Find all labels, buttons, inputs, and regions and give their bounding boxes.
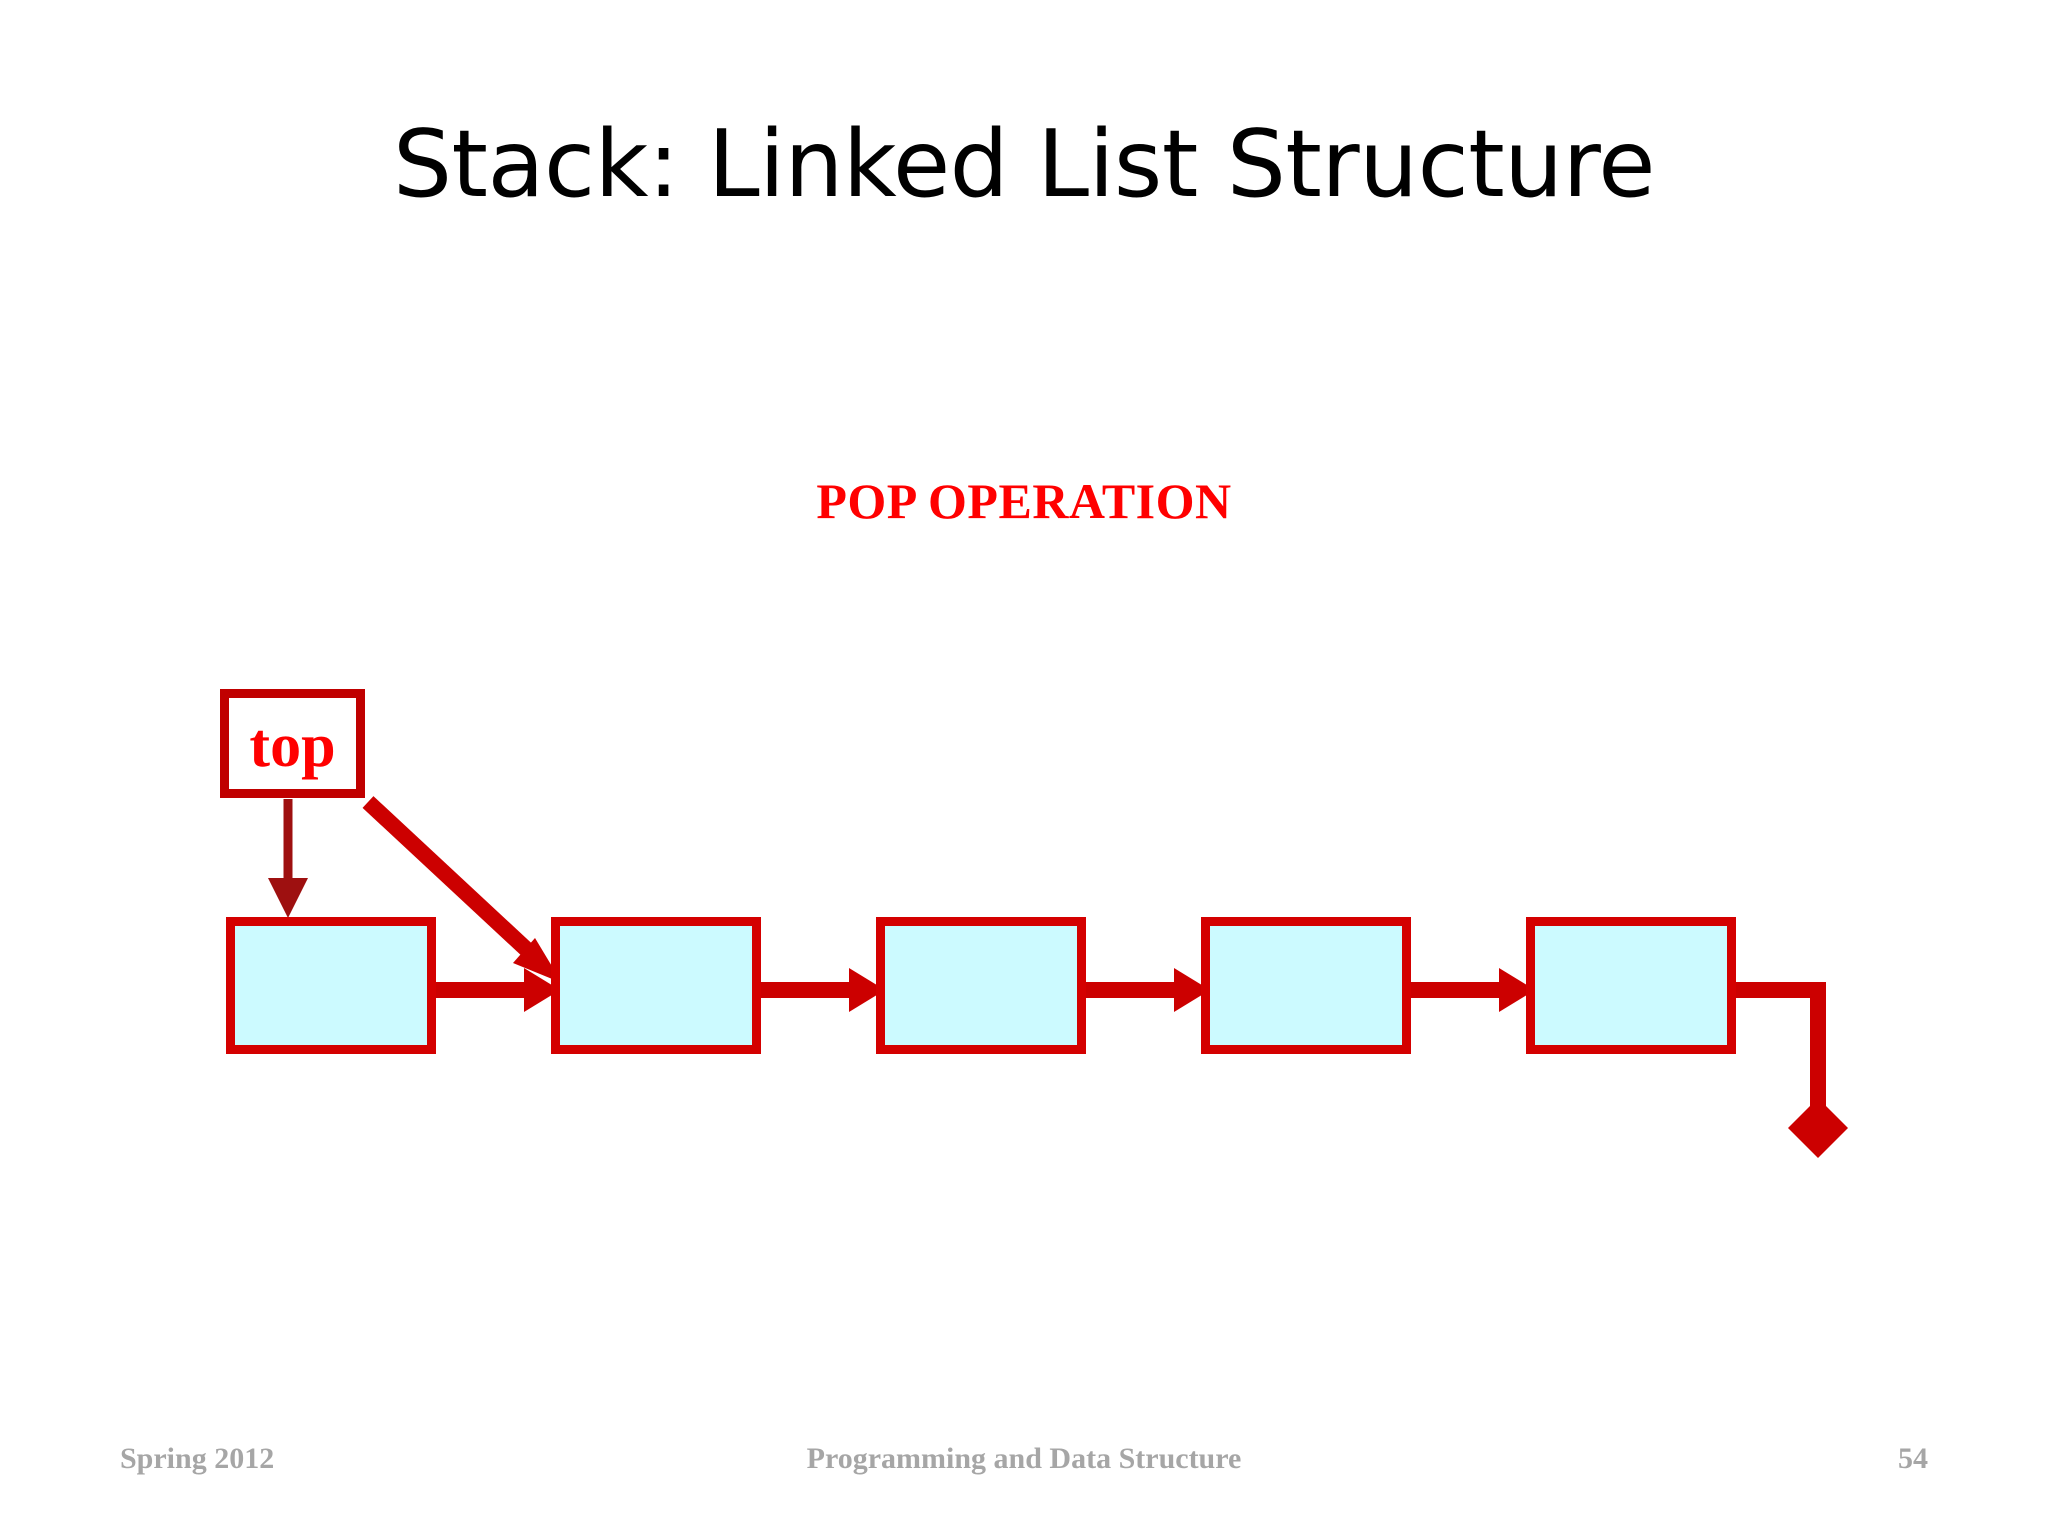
list-node-3	[876, 917, 1086, 1054]
slide-footer: Spring 2012 Programming and Data Structu…	[0, 1442, 2048, 1492]
footer-term: Spring 2012	[120, 1442, 275, 1475]
footer-page-number: 54	[1898, 1442, 1928, 1475]
footer-course-title: Programming and Data Structure	[806, 1442, 1242, 1475]
operation-caption: POP OPERATION	[816, 473, 1232, 529]
list-node-2	[551, 917, 761, 1054]
list-node-4	[1201, 917, 1411, 1054]
top-pointer-box: top	[220, 689, 365, 798]
page-title: Stack: Linked List Structure	[392, 110, 1656, 218]
null-diamond-icon	[1788, 1098, 1848, 1158]
list-node-1	[226, 917, 436, 1054]
arrow-top-to-node2	[362, 796, 562, 983]
top-pointer-label: top	[249, 711, 336, 780]
arrow-node5-to-null	[1698, 982, 1848, 1158]
list-node-5	[1526, 917, 1736, 1054]
arrow-top-to-node1	[268, 799, 308, 918]
